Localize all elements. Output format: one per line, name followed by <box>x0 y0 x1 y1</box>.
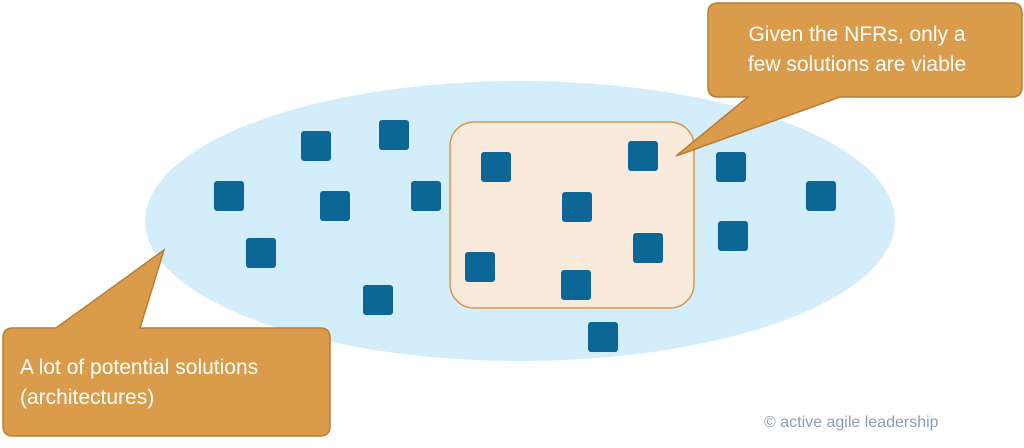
solution-square <box>246 238 276 268</box>
callout-potential-solutions <box>2 248 331 437</box>
solution-square <box>806 181 836 211</box>
solution-square <box>320 191 350 221</box>
callout-viable-solutions-text: Given the NFRs, only a few solutions are… <box>712 20 1002 80</box>
solution-square <box>588 322 618 352</box>
callout-top-line-2: few solutions are viable <box>747 53 967 76</box>
solution-square <box>718 221 748 251</box>
callout-bottom-line-1: A lot of potential solutions <box>20 356 259 379</box>
solution-square <box>716 152 746 182</box>
solution-square <box>411 181 441 211</box>
solution-squares-group <box>214 120 836 352</box>
viable-solution-square <box>628 141 658 171</box>
viable-solution-square <box>465 252 495 282</box>
callout-potential-solutions-text: A lot of potential solutions (architectu… <box>20 353 340 413</box>
solution-square <box>363 285 393 315</box>
viable-solution-square <box>561 270 591 300</box>
callout-viable-solutions <box>675 2 1023 157</box>
callout-bottom-line-2: (architectures) <box>20 386 155 409</box>
solution-square <box>214 181 244 211</box>
solution-square <box>379 120 409 150</box>
viable-solution-square <box>633 233 663 263</box>
viable-solution-square <box>481 152 511 182</box>
copyright-notice: © active agile leadership <box>764 414 939 431</box>
callout-top-line-1: Given the NFRs, only a <box>748 23 966 46</box>
viable-solution-square <box>562 192 592 222</box>
solution-square <box>301 131 331 161</box>
